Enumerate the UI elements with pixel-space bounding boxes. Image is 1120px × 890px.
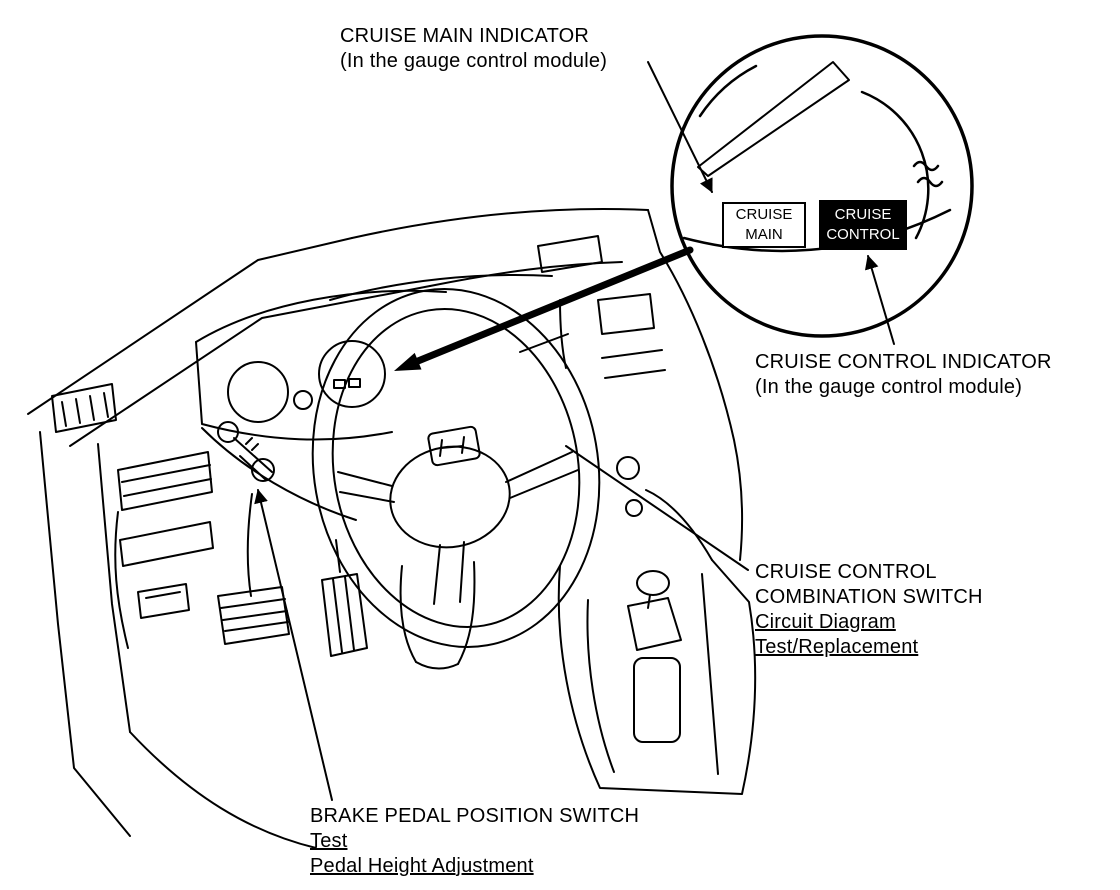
cruise-control-badge: CRUISE CONTROL bbox=[819, 200, 907, 250]
cruise-control-badge-line2: CONTROL bbox=[826, 226, 900, 243]
dash-top-inner bbox=[429, 261, 623, 287]
a-pillar-line bbox=[27, 237, 353, 415]
brake-pedal bbox=[217, 493, 290, 645]
link-pedal-height-adjustment[interactable]: Pedal Height Adjustment bbox=[310, 855, 534, 877]
steering-emblem bbox=[427, 425, 481, 467]
combination-switch-title-line2: COMBINATION SWITCH bbox=[755, 586, 983, 608]
left-panel-slot bbox=[119, 521, 214, 567]
arrow-to-cruise-main-badge bbox=[647, 61, 713, 193]
callout-brake-pedal-switch: BRAKE PEDAL POSITION SWITCH Test Pedal H… bbox=[310, 804, 639, 879]
cruise-main-badge-line1: CRUISE bbox=[735, 206, 793, 223]
car-interior-line-art bbox=[27, 208, 757, 849]
combination-switch-title-line1: CRUISE CONTROL bbox=[755, 561, 937, 583]
inset-circle bbox=[670, 34, 974, 338]
cruise-main-indicator-subtitle: (In the gauge control module) bbox=[340, 50, 608, 72]
center-console bbox=[557, 489, 757, 795]
floor-line bbox=[129, 731, 317, 849]
callout-combination-switch: CRUISE CONTROL COMBINATION SWITCH Circui… bbox=[755, 560, 983, 660]
cruise-indicator-lamp bbox=[333, 379, 346, 389]
left-vent-slats bbox=[61, 392, 109, 427]
dash-under-cluster bbox=[201, 427, 357, 521]
leader-combination-switch bbox=[565, 445, 749, 571]
shift-gate bbox=[633, 657, 681, 743]
brake-pedal-switch-title: BRAKE PEDAL POSITION SWITCH bbox=[310, 805, 640, 827]
left-panel-vent bbox=[117, 451, 213, 511]
left-body-line-1 bbox=[39, 431, 131, 837]
leader-brake-pedal-switch bbox=[254, 489, 333, 801]
cruise-main-indicator-title: CRUISE MAIN INDICATOR bbox=[340, 25, 590, 47]
binnacle-curve bbox=[329, 274, 553, 301]
inset-magnified-gauge bbox=[670, 34, 974, 338]
gauge-marking-icon bbox=[912, 160, 944, 188]
callout-cruise-control-indicator: CRUISE CONTROL INDICATOR (In the gauge c… bbox=[755, 350, 1052, 400]
link-brake-test[interactable]: Test bbox=[310, 830, 348, 852]
dash-top-edge bbox=[351, 208, 649, 239]
gauge-right bbox=[318, 340, 386, 408]
left-body-line-2 bbox=[97, 443, 131, 733]
turn-signal-stalk bbox=[217, 421, 275, 482]
steering-column bbox=[399, 561, 476, 670]
left-spoke bbox=[337, 471, 395, 503]
cruise-main-badge-line2: MAIN bbox=[745, 226, 783, 243]
callout-cruise-main-indicator: CRUISE MAIN INDICATOR (In the gauge cont… bbox=[340, 24, 607, 74]
gauge-top-arc bbox=[698, 64, 758, 118]
cruise-indicator-lamp-2 bbox=[348, 378, 361, 388]
accelerator-pedal bbox=[321, 539, 368, 657]
left-panel-vent-slats bbox=[121, 464, 212, 497]
bold-pointer-arrow bbox=[394, 246, 694, 371]
left-small-switch-line bbox=[145, 591, 181, 599]
steering-wheel bbox=[311, 288, 601, 648]
right-spoke bbox=[505, 451, 579, 499]
link-circuit-diagram[interactable]: Circuit Diagram bbox=[755, 611, 896, 633]
left-vent bbox=[51, 383, 117, 433]
cruise-main-badge: CRUISE MAIN bbox=[722, 202, 806, 248]
windshield-base-line bbox=[69, 285, 431, 447]
lower-dash-edge bbox=[114, 511, 129, 649]
left-small-switch bbox=[137, 583, 190, 619]
dash-right-edge bbox=[647, 209, 743, 561]
bottom-spoke bbox=[433, 541, 465, 605]
gauge-bezel-arc bbox=[860, 90, 930, 240]
shifter-knob bbox=[636, 570, 670, 596]
gauge-needle bbox=[697, 61, 850, 177]
cruise-control-indicator-subtitle: (In the gauge control module) bbox=[755, 376, 1023, 398]
shifter-boot bbox=[627, 597, 682, 651]
steering-hub bbox=[389, 445, 511, 549]
right-dash bbox=[519, 293, 666, 517]
arrow-to-cruise-control-badge bbox=[864, 255, 895, 345]
defroster-vent bbox=[537, 235, 603, 273]
link-test-replacement[interactable]: Test/Replacement bbox=[755, 636, 919, 658]
callout-arrows bbox=[254, 61, 895, 801]
hazard-switch bbox=[616, 456, 640, 480]
cruise-control-badge-line1: CRUISE bbox=[834, 206, 892, 223]
gauge-left bbox=[227, 361, 289, 423]
cruise-control-indicator-title: CRUISE CONTROL INDICATOR bbox=[755, 351, 1052, 373]
